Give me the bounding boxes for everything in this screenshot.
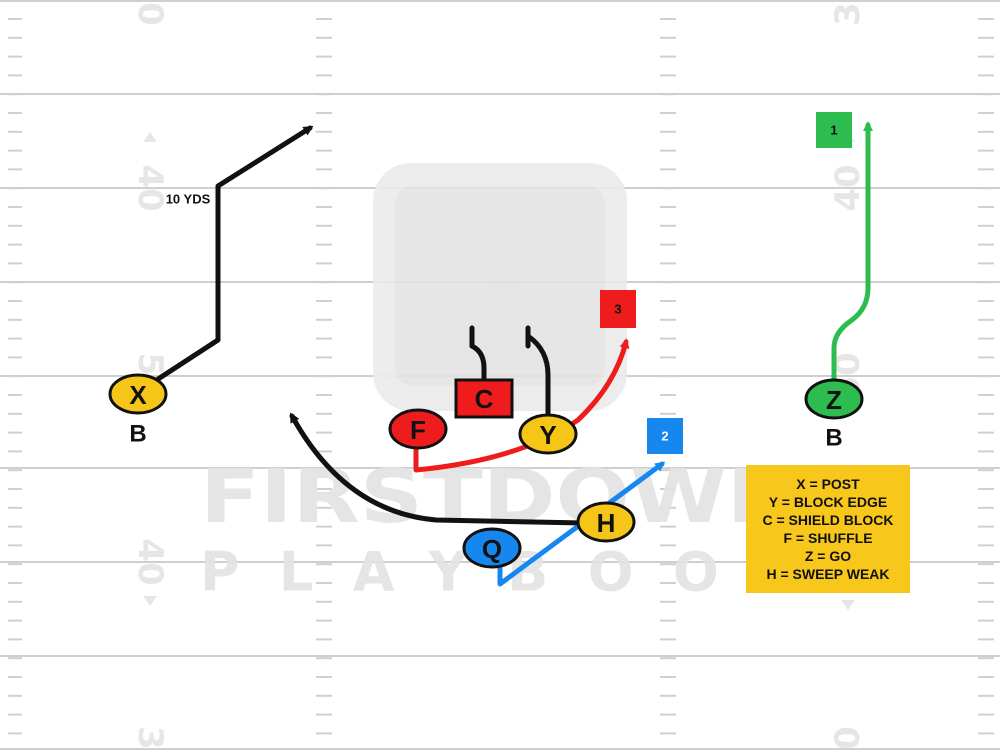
player-z[interactable]: Z xyxy=(804,378,864,420)
x-block-label-bg xyxy=(118,418,160,456)
player-c-label: C xyxy=(475,384,494,414)
play-legend: X = POST Y = BLOCK EDGE C = SHIELD BLOCK… xyxy=(746,465,910,593)
watermark-logo-numeral: 1 xyxy=(434,190,566,411)
player-x[interactable]: X xyxy=(108,373,168,415)
read-2-label: 2 xyxy=(661,429,668,444)
legend-line-y: Y = BLOCK EDGE xyxy=(769,494,887,510)
player-q-marker xyxy=(462,527,522,569)
player-x-label: X xyxy=(129,380,147,410)
z-block-label: B xyxy=(825,425,842,452)
player-y-label: Y xyxy=(539,420,556,450)
player-f-label: F xyxy=(410,415,426,445)
watermark: 1 FIRSTDOWN PLAYBOOK xyxy=(200,163,802,604)
yard-number-bottom-left: 3 xyxy=(130,726,170,750)
player-q-label: Q xyxy=(482,534,502,564)
route-y-block xyxy=(525,333,551,419)
player-z-marker xyxy=(804,378,864,420)
yard-number-top-right: 3 xyxy=(828,2,868,26)
read-3-label: 3 xyxy=(614,302,621,317)
player-h-label: H xyxy=(597,508,616,538)
legend-line-x: X = POST xyxy=(796,476,860,492)
legend-line-f: F = SHUFFLE xyxy=(783,530,872,546)
player-f[interactable]: F xyxy=(388,408,448,450)
routes xyxy=(149,121,873,587)
yard-arrow-icon xyxy=(841,600,855,610)
player-f-marker xyxy=(388,408,448,450)
route-x-post xyxy=(149,125,314,386)
yard-arrow-icon xyxy=(143,132,157,142)
player-x-marker xyxy=(108,373,168,415)
yard-number-top-left: 0 xyxy=(130,2,170,26)
player-h-marker xyxy=(576,501,636,543)
hash-marks xyxy=(8,18,994,735)
legend-line-z: Z = GO xyxy=(805,548,851,564)
yard-arrow-icon xyxy=(143,596,157,606)
yard-number-left-lower: 40 xyxy=(130,538,170,585)
z-block-label-bg xyxy=(814,422,856,460)
yard-number-right-upper: 40 xyxy=(828,164,868,211)
yard-number-bottom-right: 0 xyxy=(828,726,868,750)
read-1-box xyxy=(816,112,852,148)
legend-line-c: C = SHIELD BLOCK xyxy=(762,512,893,528)
player-z-label: Z xyxy=(826,385,842,415)
read-callouts: 1 2 3 xyxy=(600,112,852,454)
player-y-marker xyxy=(518,413,578,455)
x-block-label: B xyxy=(129,421,146,448)
read-3-box xyxy=(600,290,636,328)
yard-number-left-upper: 40 xyxy=(130,164,170,211)
route-z-go xyxy=(831,121,873,386)
player-c-marker xyxy=(454,378,514,419)
watermark-logo-inner xyxy=(395,186,605,386)
player-q[interactable]: Q xyxy=(462,527,522,569)
route-h-sweep xyxy=(289,412,587,526)
legend-line-h: H = SWEEP WEAK xyxy=(766,566,889,582)
player-h[interactable]: H xyxy=(576,501,636,543)
players: X Z F C Y H Q xyxy=(108,373,864,569)
x-distance-label: 10 YDS xyxy=(166,192,211,207)
player-c[interactable]: C xyxy=(454,378,514,419)
legend-box xyxy=(746,465,910,593)
read-1-label: 1 xyxy=(830,123,837,138)
watermark-brand-line1: FIRSTDOWN xyxy=(200,454,800,540)
read-2-box xyxy=(647,418,683,454)
player-y[interactable]: Y xyxy=(518,413,578,455)
